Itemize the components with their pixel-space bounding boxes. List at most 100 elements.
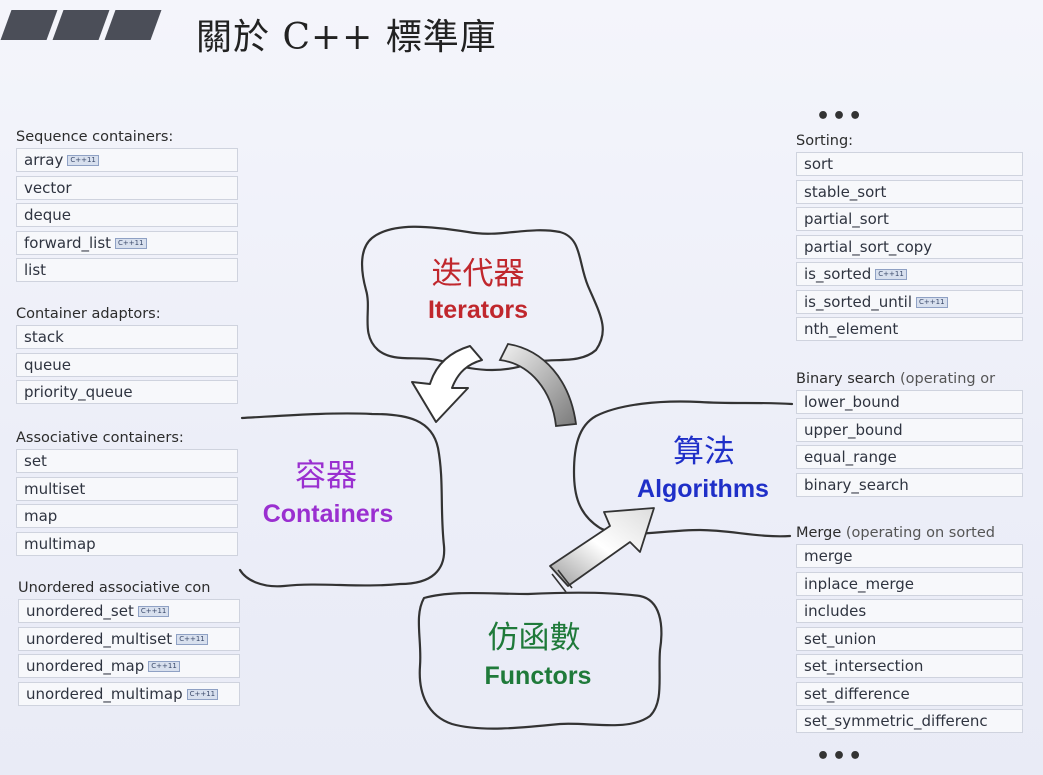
- reference-link-label: binary_search: [804, 475, 909, 494]
- group-label-text: Unordered associative con: [18, 580, 211, 596]
- reference-link-label: partial_sort_copy: [804, 237, 933, 256]
- page-title: 關於 C++ 標準庫: [196, 17, 497, 58]
- reference-link-multiset[interactable]: multiset: [16, 476, 238, 501]
- reference-link-stable-sort[interactable]: stable_sort: [796, 179, 1023, 204]
- reference-link-set-union[interactable]: set_union: [796, 626, 1023, 651]
- group-label: Sequence containers:: [16, 127, 238, 148]
- reference-link-label: stable_sort: [804, 182, 887, 201]
- algorithms-cloud: [572, 400, 794, 538]
- cpp11-badge: C++11: [148, 661, 180, 672]
- reference-link-equal-range[interactable]: equal_range: [796, 445, 1023, 469]
- reference-link-set[interactable]: set: [16, 449, 238, 473]
- reference-link-includes[interactable]: includes: [796, 599, 1023, 623]
- reference-link-upper-bound[interactable]: upper_bound: [796, 417, 1023, 442]
- reference-link-map[interactable]: map: [16, 504, 238, 528]
- functors-zh-label: 仿函數: [488, 620, 581, 656]
- reference-link-label: set_union: [804, 629, 877, 648]
- reference-link-label: unordered_multiset: [26, 629, 173, 648]
- reference-link-lower-bound[interactable]: lower_bound: [796, 390, 1023, 414]
- reference-link-label: includes: [804, 602, 867, 620]
- reference-link-label: deque: [24, 206, 72, 224]
- reference-link-priority-queue[interactable]: priority_queue: [16, 380, 238, 404]
- reference-link-vector[interactable]: vector: [16, 175, 238, 200]
- functors-en-label: Functors: [485, 662, 592, 690]
- iterators-en-label: Iterators: [428, 296, 528, 324]
- functors-cloud: [417, 591, 663, 730]
- reference-link-nth-element[interactable]: nth_element: [796, 317, 1023, 341]
- cpp11-badge: C++11: [115, 237, 147, 249]
- reference-link-label: unordered_map: [26, 657, 145, 675]
- reference-link-set-intersection[interactable]: set_intersection: [796, 654, 1023, 678]
- group-label-text: Sequence containers:: [16, 129, 174, 145]
- iterators-zh-label: 迭代器: [432, 256, 525, 292]
- reference-link-merge[interactable]: merge: [796, 544, 1023, 568]
- cpp11-badge: C++11: [137, 606, 170, 617]
- reference-link-deque[interactable]: deque: [16, 203, 238, 227]
- group-label-text: Sorting:: [796, 133, 854, 149]
- reference-link-partial-sort[interactable]: partial_sort: [796, 207, 1023, 231]
- reference-link-label: priority_queue: [24, 383, 133, 401]
- algorithms-en-label: Algorithms: [637, 475, 769, 503]
- reference-link-queue[interactable]: queue: [16, 352, 238, 377]
- containers-zh-label: 容器: [295, 458, 357, 494]
- reference-link-list[interactable]: list: [16, 258, 238, 282]
- reference-link-set-difference[interactable]: set_difference: [796, 681, 1023, 706]
- reference-link-label: upper_bound: [804, 420, 903, 439]
- reference-link-label: set: [24, 452, 47, 470]
- bottom-ellipsis: •••: [816, 744, 865, 769]
- reference-link-label: is_sorted: [804, 265, 872, 283]
- reference-link-label: vector: [24, 178, 72, 197]
- merge-group: Merge (operating on sorted merge inplace_m…: [796, 523, 1023, 737]
- reference-link-label: set_intersection: [804, 657, 924, 675]
- iterators-cloud: [360, 225, 604, 372]
- group-label-note: (operating on sorted: [841, 525, 995, 541]
- functors-to-algorithms-arrow: [549, 507, 655, 587]
- reference-link-label: set_difference: [804, 684, 910, 703]
- group-label-note: (operating or: [895, 371, 996, 387]
- reference-link-label: lower_bound: [804, 393, 900, 411]
- reference-link-label: partial_sort: [804, 210, 889, 228]
- associative-containers-group: Associative containers: set multiset map mul…: [16, 428, 238, 559]
- container-adaptors-group: Container adaptors: stack queue priority_qu…: [16, 304, 238, 408]
- reference-link-label: set_symmetric_differenc: [804, 712, 988, 730]
- group-label-text: Associative containers:: [16, 430, 184, 446]
- cpp11-badge: C++11: [916, 296, 948, 308]
- cpp11-badge: C++11: [176, 633, 208, 645]
- reference-link-label: is_sorted_until: [804, 292, 913, 311]
- reference-link-sort[interactable]: sort: [796, 152, 1023, 176]
- reference-link-multimap[interactable]: multimap: [16, 531, 238, 556]
- reference-link-partial-sort-copy[interactable]: partial_sort_copy: [796, 234, 1023, 259]
- reference-link-label: merge: [804, 547, 853, 565]
- algorithms-zh-label: 算法: [673, 434, 735, 470]
- group-label: Merge (operating on sorted: [796, 523, 1023, 544]
- containers-cloud: [238, 412, 446, 588]
- iterators-to-algorithms-band: [498, 343, 578, 427]
- reference-link-binary-search[interactable]: binary_search: [796, 472, 1023, 497]
- group-label-text: Merge: [796, 525, 842, 541]
- reference-link-label: map: [24, 507, 58, 525]
- group-label-text: Binary search: [796, 371, 896, 387]
- reference-link-label: multiset: [24, 479, 86, 498]
- group-label: Container adaptors:: [16, 304, 238, 325]
- reference-link-label: nth_element: [804, 320, 899, 338]
- reference-link-label: unordered_multimap: [26, 684, 183, 703]
- reference-link-label: forward_list: [24, 233, 112, 252]
- reference-link-label: unordered_set: [26, 602, 134, 620]
- reference-link-label: inplace_merge: [804, 574, 915, 593]
- group-label-text: Container adaptors:: [16, 306, 161, 322]
- group-label: Sorting:: [796, 131, 1023, 152]
- reference-link-stack[interactable]: stack: [16, 325, 238, 349]
- reference-link-set-symmetric-differenc[interactable]: set_symmetric_differenc: [796, 709, 1023, 733]
- reference-link-inplace-merge[interactable]: inplace_merge: [796, 571, 1023, 596]
